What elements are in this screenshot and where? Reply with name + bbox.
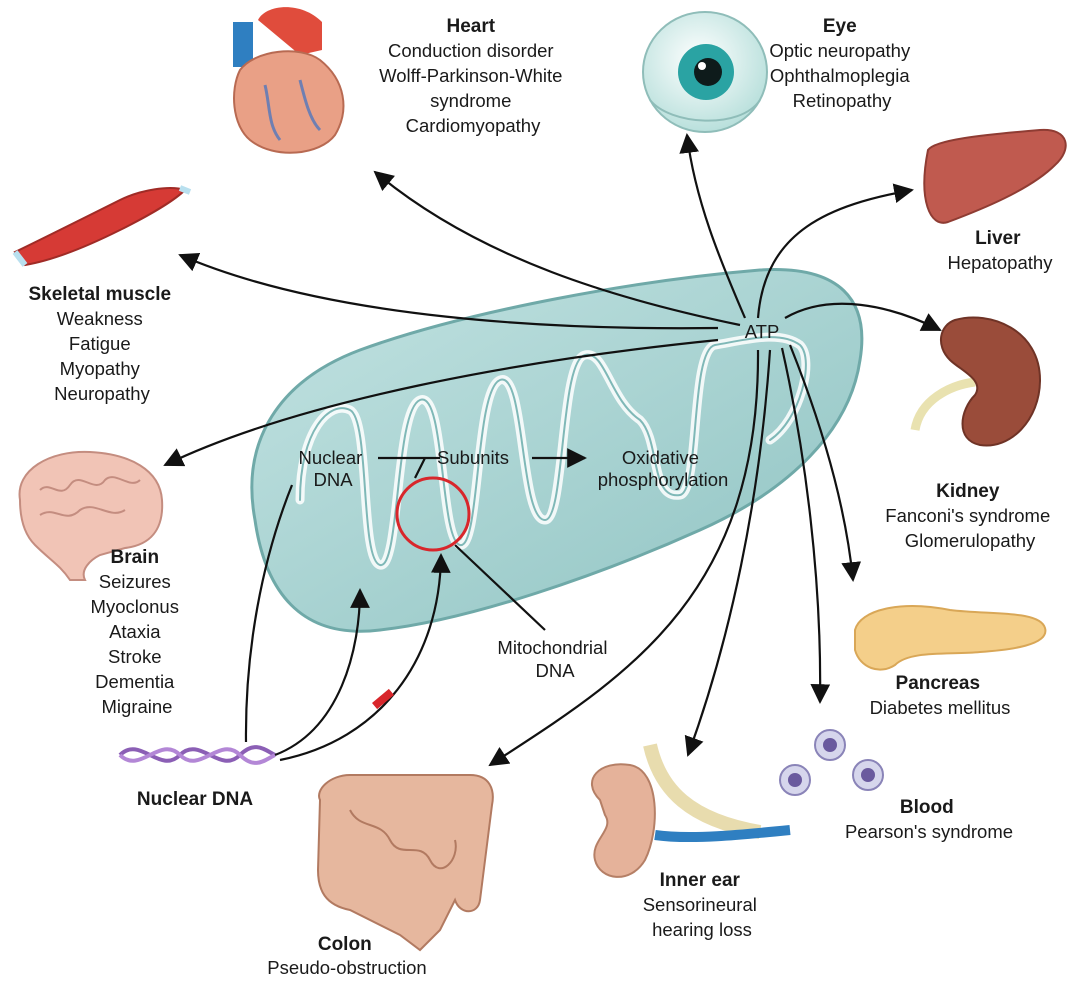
liver-label: Liver Hepatopathy xyxy=(948,228,1054,273)
liver-icon xyxy=(924,130,1065,223)
nuclear-dna-helix-icon xyxy=(120,747,275,763)
subunits-label: Subunits xyxy=(437,447,509,468)
kidney-icon xyxy=(915,318,1040,446)
colon-label: Colon Pseudo-obstruction xyxy=(267,934,426,978)
eye-icon xyxy=(643,12,767,132)
inner-ear-icon xyxy=(592,745,790,877)
blood-cells-icon xyxy=(780,730,883,795)
mitochondrial-dna-label: Mitochondrial DNA xyxy=(497,637,612,681)
skeletal-muscle-label: Skeletal muscle Weakness Fatigue Myopath… xyxy=(28,284,175,404)
inner-ear-label: Inner ear Sensorineural hearing loss xyxy=(643,870,762,940)
pancreas-icon xyxy=(855,606,1045,670)
colon-icon xyxy=(318,775,493,950)
skeletal-muscle-icon xyxy=(15,188,190,265)
eye-label: Eye Optic neuropathy Ophthalmoplegia Ret… xyxy=(769,16,914,111)
brain-label: Brain Seizures Myoclonus Ataxia Stroke D… xyxy=(91,547,184,717)
atp-label: ATP xyxy=(745,321,780,342)
kidney-label: Kidney Fanconi's syndrome Glomerulopathy xyxy=(885,481,1054,551)
blood-label: Blood Pearson's syndrome xyxy=(845,797,1013,842)
heart-icon xyxy=(233,7,343,153)
pancreas-label: Pancreas Diabetes mellitus xyxy=(870,673,1011,718)
heart-label: Heart Conduction disorder Wolff-Parkinso… xyxy=(379,16,567,136)
nuclear-dna-helix-label: Nuclear DNA xyxy=(137,789,253,810)
